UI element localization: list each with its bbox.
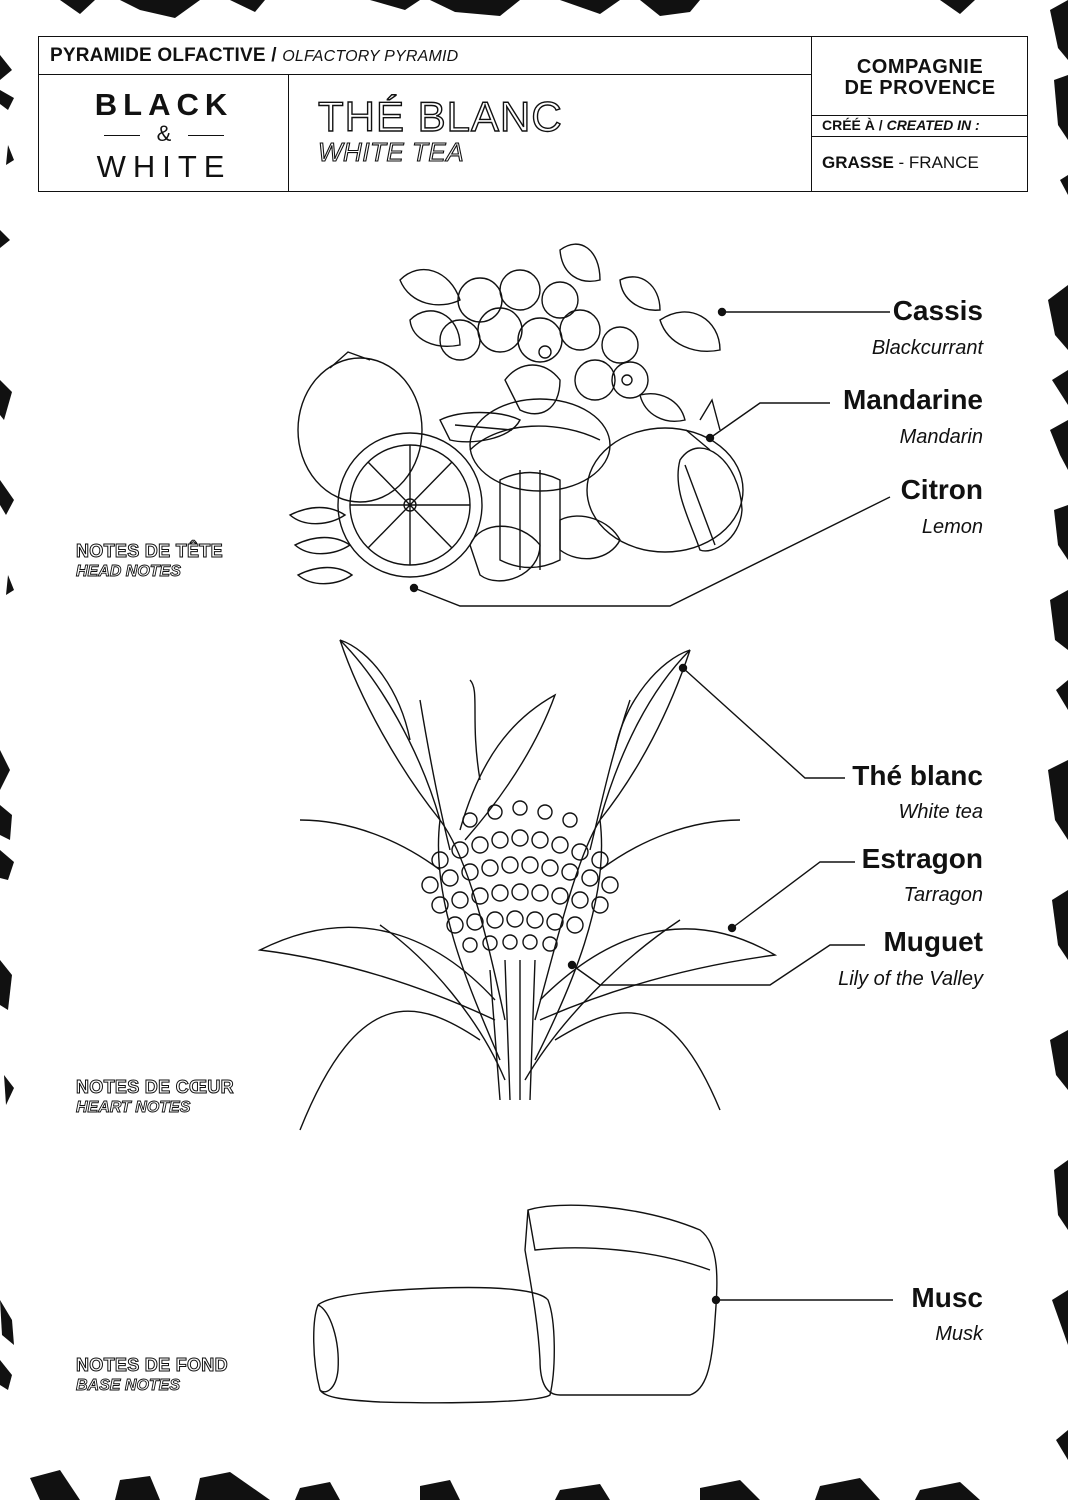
note-estragon: Estragon (861, 843, 983, 874)
note-tarragon: Tarragon (903, 884, 983, 906)
brand-line1: COMPAGNIE (856, 56, 984, 78)
created-fr: CRÉÉ À / (822, 117, 883, 133)
note-lily-of-the-valley: Lily of the Valley (838, 968, 983, 990)
pyramid-title-fr: PYRAMIDE OLFACTIVE / (50, 45, 277, 66)
note-musk: Musk (935, 1323, 983, 1345)
pyramid-title: PYRAMIDE OLFACTIVE / OLFACTORY PYRAMID (50, 45, 458, 67)
brand-line2: DE PROVENCE (844, 77, 996, 99)
leader-lines (413, 311, 893, 1301)
musk-illustration (313, 1204, 718, 1404)
black-white-logo: BLACK & WHITE (39, 75, 289, 191)
origin-separator: - (893, 153, 909, 172)
section-heart-notes-en: HEART NOTES (76, 1099, 191, 1117)
origin-country: FRANCE (908, 153, 979, 172)
note-white-tea: White tea (898, 801, 983, 823)
note-cassis: Cassis (892, 295, 983, 326)
section-base-notes-fr: NOTES DE FOND (76, 1355, 229, 1376)
section-base-notes-en: BASE NOTES (76, 1377, 181, 1395)
product-title-fr: THÉ BLANC (317, 92, 563, 140)
flower-leaf-illustration (257, 639, 778, 1131)
logo-white: WHITE (96, 149, 232, 184)
logo-black: BLACK (94, 87, 234, 122)
section-heart-notes-fr: NOTES DE CŒUR (76, 1077, 235, 1098)
section-head-notes-en: HEAD NOTES (76, 563, 182, 581)
header-box: PYRAMIDE OLFACTIVE / OLFACTORY PYRAMID B… (38, 36, 1028, 192)
note-the-blanc: Thé blanc (852, 760, 983, 791)
origin: GRASSE - FRANCE (822, 153, 979, 173)
note-blackcurrant: Blackcurrant (871, 337, 983, 359)
created-en: CREATED IN : (886, 117, 980, 133)
logo-divider-left (104, 135, 140, 136)
product-title-en: WHITE TEA (317, 136, 465, 167)
note-muguet: Muguet (883, 926, 983, 957)
created-in-label: CRÉÉ À / CREATED IN : (812, 115, 1028, 137)
pyramid-title-en: OLFACTORY PYRAMID (282, 48, 459, 65)
origin-city: GRASSE (822, 153, 894, 172)
logo-ampersand: & (156, 121, 172, 146)
logo-divider-right (188, 135, 224, 136)
pyramid-title-row: PYRAMIDE OLFACTIVE / OLFACTORY PYRAMID (39, 37, 811, 75)
note-musc: Musc (911, 1282, 983, 1313)
note-lemon: Lemon (921, 516, 983, 538)
note-mandarine: Mandarine (842, 384, 983, 415)
note-mandarin: Mandarin (899, 426, 983, 448)
fruit-illustration (288, 243, 744, 585)
leader-dots (409, 307, 737, 1305)
note-citron: Citron (900, 474, 983, 505)
section-head-notes-fr: NOTES DE TÊTE (76, 541, 224, 562)
